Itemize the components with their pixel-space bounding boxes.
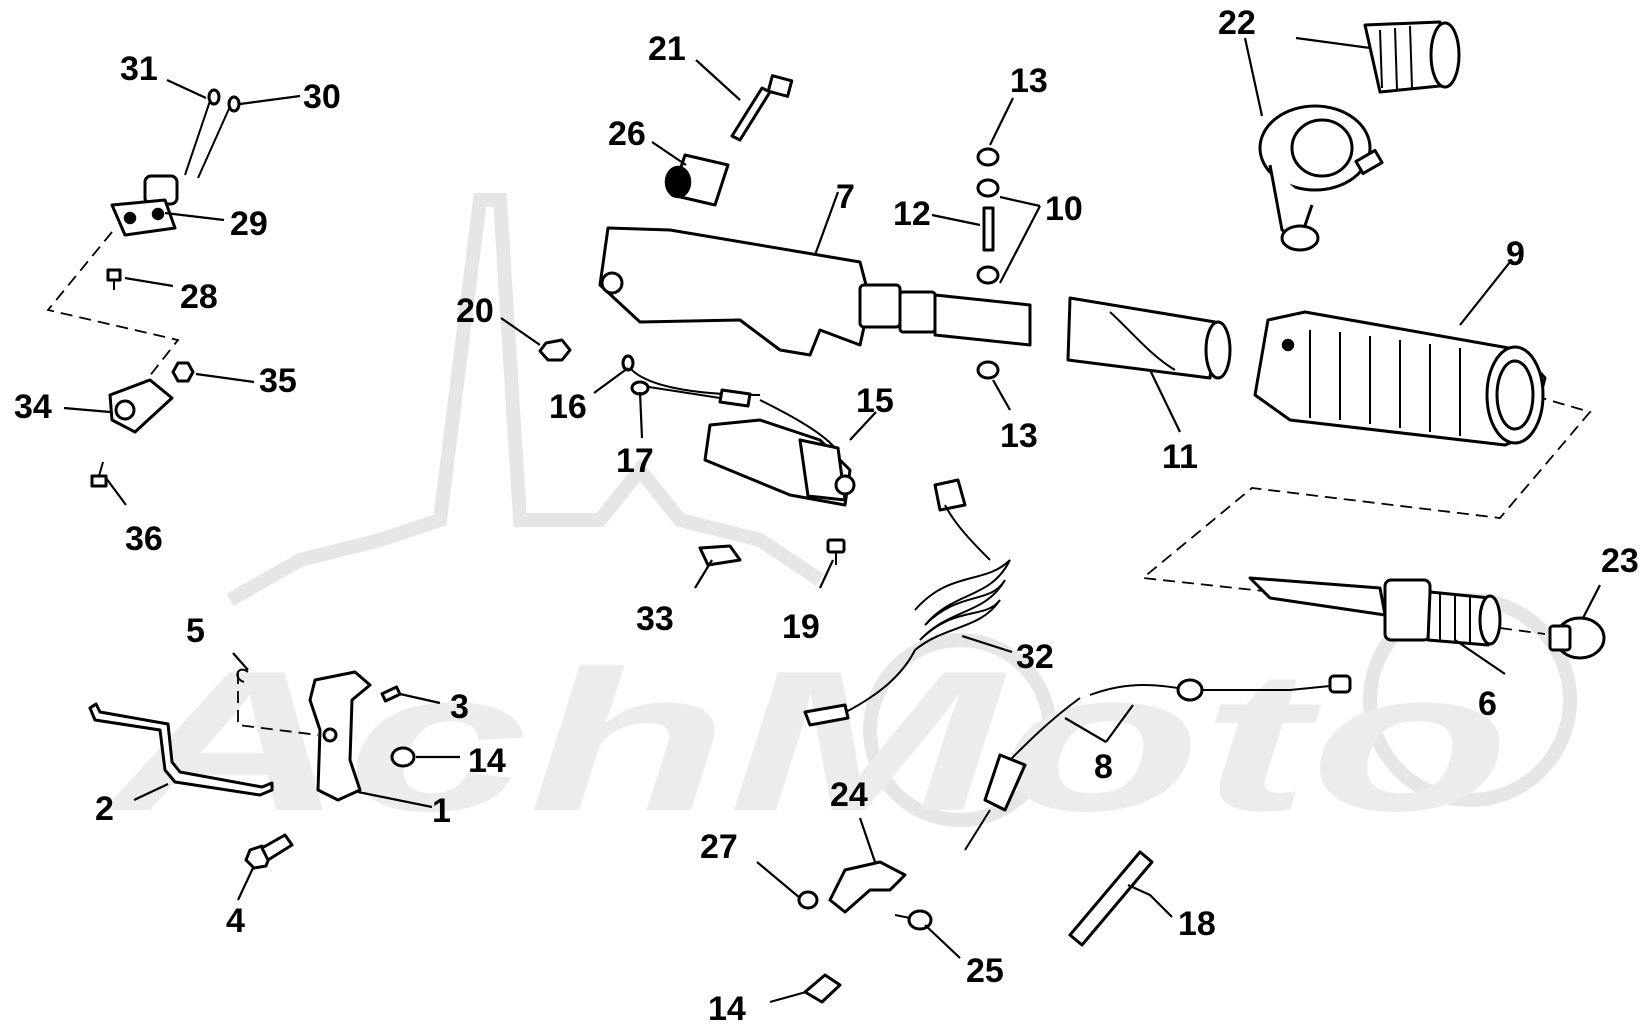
dash-9-6 [1140, 379, 1592, 607]
parts [88, 20, 1606, 1004]
leader-lines [63, 36, 1601, 1004]
callout-31: 30 [303, 78, 341, 116]
callout-29: 28 [180, 278, 218, 316]
callout-21: 20 [456, 292, 494, 330]
callout-23: 22 [1218, 4, 1256, 42]
callout-3: 3 [450, 688, 469, 726]
pin-3-part [380, 685, 402, 703]
callout-labels: 31 30 29 28 35 34 36 21 26 7 13 12 10 13… [14, 4, 1639, 1024]
bushing-13a-part [976, 147, 1000, 167]
watermark-text: AchMoto [102, 630, 1510, 853]
callout-10: 10 [1045, 190, 1083, 228]
callout-35: 34 [14, 388, 52, 426]
stud-4-part [244, 833, 294, 870]
callout-36: 35 [259, 362, 297, 400]
friction-ring-23-part [1258, 104, 1384, 252]
callout-18: 17 [616, 442, 654, 480]
callout-12: 12 [893, 195, 931, 233]
callout-25: 24 [830, 776, 868, 814]
callout-28: 27 [700, 828, 738, 866]
bracket-25-part [828, 860, 907, 914]
clip-5-part [236, 668, 249, 683]
screw-29-part [106, 268, 122, 290]
washer-14-part [390, 746, 416, 768]
throttle-tube-11-part [1066, 296, 1232, 380]
watermark-wheel-left [863, 633, 1057, 827]
cable-8-part [964, 674, 1352, 851]
callout-5: 5 [186, 612, 205, 650]
callout-37: 36 [125, 520, 163, 558]
bushing-27-part [664, 153, 730, 207]
cap-24-part [1548, 616, 1606, 660]
bolt-22-part [730, 74, 794, 142]
callout-33: 32 [1016, 638, 1054, 676]
callout-11: 11 [1162, 438, 1198, 476]
callout-6: 6 [1478, 685, 1497, 723]
screw-37-part [90, 461, 108, 488]
callout-19: 18 [1178, 905, 1216, 943]
callout-13-top: 13 [1010, 62, 1048, 100]
callout-16: 15 [856, 382, 894, 420]
dash-6-24 [1499, 627, 1546, 635]
dash-5-1 [237, 672, 319, 736]
watermark-skyline [226, 193, 824, 607]
nut-21-part [538, 338, 572, 362]
callout-22: 21 [648, 30, 686, 68]
wire-17-18-part [621, 354, 761, 408]
callout-7: 7 [836, 178, 855, 216]
lever-1-part [308, 670, 372, 802]
callout-27: 26 [608, 115, 646, 153]
bushing-13b-part [976, 360, 1000, 380]
coil-cord-33-part [803, 478, 1011, 727]
callout-13-bottom: 13 [1000, 417, 1038, 455]
callout-24: 23 [1601, 542, 1639, 580]
callout-17: 16 [549, 388, 587, 426]
callout-8: 8 [1094, 748, 1113, 786]
rod-2-part [88, 702, 274, 797]
bushing-10b-part [976, 265, 1000, 285]
screw-20-part [826, 538, 846, 565]
callout-1: 1 [432, 792, 451, 830]
callout-26: 25 [966, 952, 1004, 990]
pin-12-part [982, 206, 995, 252]
switch-bracket-16-part [703, 399, 856, 507]
callout-2: 2 [95, 790, 114, 828]
washer-28-part [797, 890, 819, 910]
callout-32: 31 [120, 50, 158, 88]
switch-assembly-part [110, 88, 241, 237]
fitting-15-part [803, 973, 842, 1004]
pin-19-part [1068, 850, 1154, 947]
callout-20: 19 [782, 608, 820, 646]
bushing-10-part [976, 178, 1000, 198]
callout-9: 9 [1506, 235, 1525, 273]
clip-34-part [698, 544, 742, 567]
bracket-35-part [108, 378, 174, 434]
callout-15: 14 [708, 990, 746, 1024]
friction-knob-23-part [1363, 20, 1461, 94]
callout-14: 14 [468, 742, 506, 780]
shaft-6-part [1248, 576, 1502, 647]
callout-30: 29 [230, 205, 268, 243]
nut-36-part [171, 361, 195, 383]
handle-housing-7-part [598, 226, 1032, 357]
grip-9-part [1253, 310, 1547, 447]
callout-34: 33 [636, 600, 674, 638]
callout-4: 4 [226, 902, 245, 940]
